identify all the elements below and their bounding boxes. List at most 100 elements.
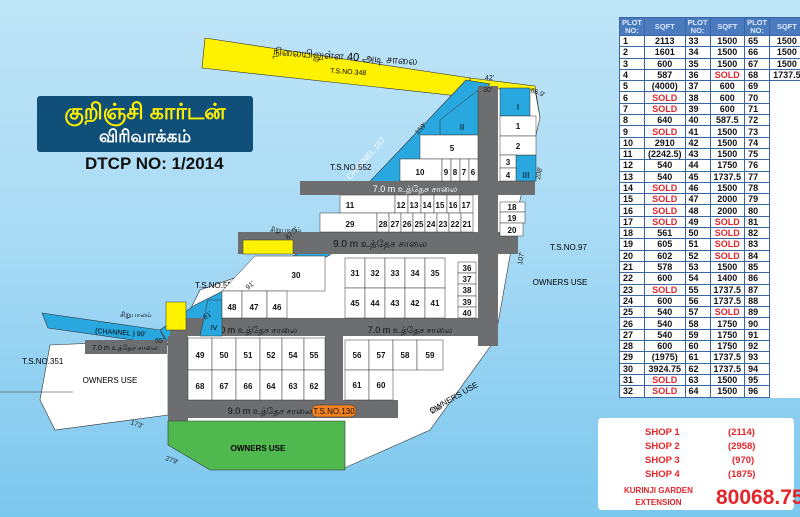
plot-sqft-cell xyxy=(770,239,800,250)
plot-number-cell: 26 xyxy=(619,317,645,330)
dim-279: 279' xyxy=(164,455,179,466)
plot-49[interactable]: 49 xyxy=(196,351,205,360)
plot-number-cell: 84 xyxy=(744,249,771,262)
plot-67[interactable]: 67 xyxy=(220,382,229,391)
plot-45[interactable]: 45 xyxy=(351,299,360,308)
plot-number-cell: 33 xyxy=(684,34,711,48)
plot-17[interactable]: 17 xyxy=(462,201,471,210)
plot-20[interactable]: 20 xyxy=(508,226,517,235)
plot-36[interactable]: 36 xyxy=(463,264,472,273)
plot-6[interactable]: 6 xyxy=(471,168,476,177)
plot-22[interactable]: 22 xyxy=(451,220,460,229)
plot-4[interactable]: 4 xyxy=(506,171,511,180)
plot-15[interactable]: 15 xyxy=(436,201,445,210)
plot-32[interactable]: 32 xyxy=(371,269,380,278)
plot-42[interactable]: 42 xyxy=(411,299,420,308)
plot-31[interactable]: 31 xyxy=(351,269,360,278)
plot-2[interactable]: 2 xyxy=(516,142,521,151)
plot-38[interactable]: 38 xyxy=(463,286,472,295)
plot-number-cell: 63 xyxy=(684,373,711,387)
plot-58[interactable]: 58 xyxy=(401,351,410,360)
plot-sqft-cell: 1601 xyxy=(644,46,686,59)
plot-51[interactable]: 51 xyxy=(244,351,253,360)
dim-173: 173' xyxy=(129,419,144,430)
plot-35[interactable]: 35 xyxy=(431,269,440,278)
plot-19[interactable]: 19 xyxy=(508,214,517,223)
plot-number-cell: 86 xyxy=(744,272,771,285)
plot-number-cell: 20 xyxy=(619,249,645,262)
plot-28[interactable]: 28 xyxy=(379,220,388,229)
plot-57[interactable]: 57 xyxy=(377,351,386,360)
plot-59[interactable]: 59 xyxy=(426,351,435,360)
plot-5[interactable]: 5 xyxy=(450,144,455,153)
project-title: குறிஞ்சி கார்டன் xyxy=(64,99,226,124)
plot-21[interactable]: 21 xyxy=(463,220,472,229)
plot-34[interactable]: 34 xyxy=(411,269,420,278)
dim-42: 42' xyxy=(485,75,494,82)
plot-64[interactable]: 64 xyxy=(267,382,276,391)
plot-55[interactable]: 55 xyxy=(310,351,319,360)
plot-43[interactable]: 43 xyxy=(391,299,400,308)
plot-sqft-cell xyxy=(770,341,800,352)
plot-56[interactable]: 56 xyxy=(353,351,362,360)
plot-39[interactable]: 39 xyxy=(463,298,472,307)
plot-number-cell: 89 xyxy=(744,306,771,319)
plot-1[interactable]: 1 xyxy=(516,122,521,131)
plot-10[interactable]: 10 xyxy=(416,168,425,177)
plot-25[interactable]: 25 xyxy=(415,220,424,229)
plot-16[interactable]: 16 xyxy=(449,201,458,210)
plot-48[interactable]: 48 xyxy=(228,303,237,312)
plot-60[interactable]: 60 xyxy=(377,381,386,390)
plot-11[interactable]: 11 xyxy=(346,201,355,210)
plot-27[interactable]: 27 xyxy=(391,220,400,229)
plot-47[interactable]: 47 xyxy=(250,303,259,312)
plot-sqft-cell xyxy=(770,250,800,261)
plot-3[interactable]: 3 xyxy=(506,158,511,167)
plot-24[interactable]: 24 xyxy=(427,220,436,229)
road-label-9m-mid: 9.0 m உத்தேச சாலை xyxy=(333,239,427,250)
plot-44[interactable]: 44 xyxy=(371,299,380,308)
plot-30[interactable]: 30 xyxy=(292,271,301,280)
plot-66[interactable]: 66 xyxy=(244,382,253,391)
plot-63[interactable]: 63 xyxy=(289,382,298,391)
plot-8[interactable]: 8 xyxy=(453,168,458,177)
plot-46[interactable]: 46 xyxy=(273,303,282,312)
plot-number-cell: 45 xyxy=(684,170,711,183)
plot-62[interactable]: 62 xyxy=(310,382,319,391)
plot-50[interactable]: 50 xyxy=(220,351,229,360)
plot-23[interactable]: 23 xyxy=(439,220,448,229)
plot-41[interactable]: 41 xyxy=(431,299,440,308)
plot-26[interactable]: 26 xyxy=(403,220,412,229)
owners-use-right-label: OWNERS USE xyxy=(533,278,588,287)
plot-37[interactable]: 37 xyxy=(463,275,472,284)
plot-18[interactable]: 18 xyxy=(508,203,517,212)
plot-number-cell: 85 xyxy=(744,260,771,274)
plot-number-cell: 4 xyxy=(619,68,645,82)
plot-sqft-cell: 1500 xyxy=(709,125,746,138)
plot-13[interactable]: 13 xyxy=(410,201,419,210)
plot-54[interactable]: 54 xyxy=(289,351,298,360)
plot-14[interactable]: 14 xyxy=(423,201,432,210)
dim-66: 66.9' xyxy=(529,87,545,99)
plot-number-cell: 75 xyxy=(744,147,771,161)
plot-number-cell: 24 xyxy=(619,294,645,308)
header-sqft-2: SQFT xyxy=(709,17,746,36)
plot-7[interactable]: 7 xyxy=(462,168,467,177)
plot-sqft-cell: 640 xyxy=(644,114,686,127)
plot-29[interactable]: 29 xyxy=(346,220,355,229)
plot-number-cell: 38 xyxy=(684,91,711,104)
plot-61[interactable]: 61 xyxy=(353,381,362,390)
plot-68[interactable]: 68 xyxy=(196,382,205,391)
plot-52[interactable]: 52 xyxy=(267,351,276,360)
plot-number-cell: 77 xyxy=(744,170,771,183)
plot-40[interactable]: 40 xyxy=(463,309,472,318)
plot-33[interactable]: 33 xyxy=(391,269,400,278)
plot-9[interactable]: 9 xyxy=(444,168,449,177)
plot-12[interactable]: 12 xyxy=(397,201,406,210)
